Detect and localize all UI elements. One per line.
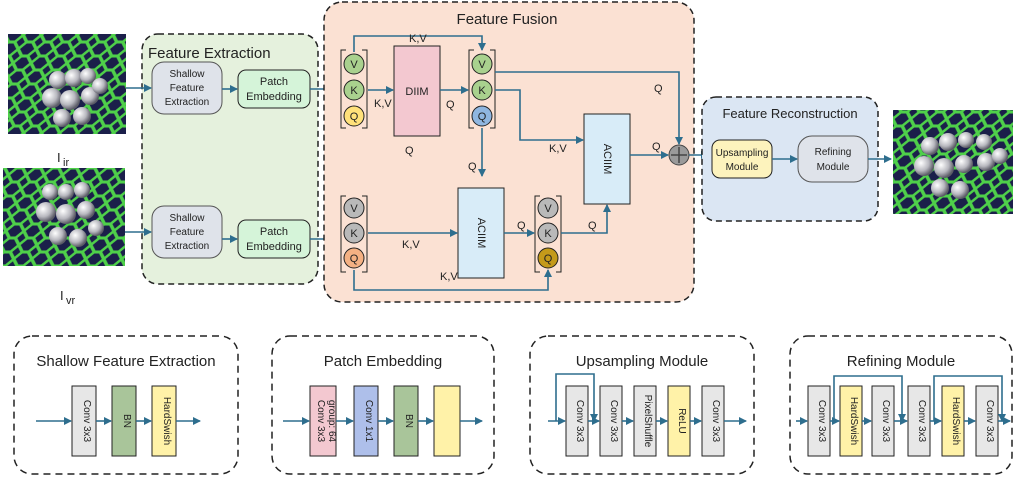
edge-kv-bottom: K,V xyxy=(440,271,458,283)
edge-q-diim: Q xyxy=(446,99,455,111)
edge-kv-aciim2: K,V xyxy=(549,143,567,155)
aciim-block-1: ACIIM xyxy=(457,187,505,279)
shallow-block-vr: Shallow Feature Extraction xyxy=(151,205,223,259)
svg-text:K: K xyxy=(544,228,552,240)
svg-text:Conv 3x3: Conv 3x3 xyxy=(984,400,995,443)
svg-text:Upsampling: Upsampling xyxy=(716,148,769,159)
svg-text:V: V xyxy=(350,203,358,215)
detail-patch: Patch Embedding Conv 3x3 group: 64 Conv … xyxy=(271,335,495,475)
upsampling-block: Upsampling Module xyxy=(711,139,773,179)
svg-text:HardSwish: HardSwish xyxy=(161,397,172,445)
edge-kv-aciim1: K,V xyxy=(402,239,420,251)
detail-upsampling: Upsampling Module Conv 3x3 Conv 3x3 Pixe… xyxy=(529,335,755,475)
svg-text:Embedding: Embedding xyxy=(246,91,302,103)
detail-shallow: Shallow Feature Extraction Conv 3x3 BN H… xyxy=(13,335,239,475)
edge-q-sum: Q xyxy=(652,141,661,153)
svg-text:BN: BN xyxy=(121,414,132,428)
feature-fusion-panel xyxy=(323,1,695,303)
detail-refining: Refining Module Conv 3x3 HardSwish Conv … xyxy=(789,335,1013,475)
svg-text:Module: Module xyxy=(726,162,759,173)
edge-q-top-right: Q xyxy=(654,83,663,95)
svg-text:ReLU: ReLU xyxy=(676,408,687,434)
svg-text:Patch: Patch xyxy=(260,76,288,88)
svg-text:Patch: Patch xyxy=(260,226,288,238)
svg-text:K: K xyxy=(350,85,358,97)
svg-text:HardSwish: HardSwish xyxy=(950,397,961,445)
svg-text:Module: Module xyxy=(817,162,850,173)
detail-refining-title: Refining Module xyxy=(847,353,955,370)
edge-q-aciim2: Q xyxy=(588,220,597,232)
svg-text:Conv 1x1: Conv 1x1 xyxy=(363,400,374,443)
edge-q-below: Q xyxy=(405,145,414,157)
svg-text:K: K xyxy=(478,85,486,97)
svg-text:ACIIM: ACIIM xyxy=(601,144,613,175)
svg-text:Extraction: Extraction xyxy=(165,97,209,108)
svg-text:Q: Q xyxy=(350,111,359,123)
svg-text:ACIIM: ACIIM xyxy=(475,218,487,249)
detail-shallow-title: Shallow Feature Extraction xyxy=(36,353,215,370)
svg-text:K: K xyxy=(350,228,358,240)
svg-text:Shallow: Shallow xyxy=(169,213,205,224)
svg-text:Conv 3x3: Conv 3x3 xyxy=(608,400,619,443)
svg-text:Feature: Feature xyxy=(170,83,205,94)
svg-text:PixelShuffle: PixelShuffle xyxy=(642,395,653,448)
detail-upsampling-title: Upsampling Module xyxy=(576,353,709,370)
svg-text:group: 64: group: 64 xyxy=(326,400,337,443)
svg-text:Extraction: Extraction xyxy=(165,241,209,252)
refining-block: Refining Module xyxy=(797,135,869,183)
ir-label: I xyxy=(57,150,61,165)
shallow-block-ir: Shallow Feature Extraction xyxy=(151,61,223,115)
svg-text:Conv 3x3: Conv 3x3 xyxy=(880,400,891,443)
edge-q-down: Q xyxy=(468,161,477,173)
svg-text:Q: Q xyxy=(544,253,553,265)
qkv-column-ir-2: V K Q xyxy=(468,49,496,129)
detail-patch-title: Patch Embedding xyxy=(324,353,442,370)
feature-reconstruction-title: Feature Reconstruction xyxy=(722,106,857,121)
qkv-column-vr-2: V K Q xyxy=(534,195,562,273)
aciim-block-2: ACIIM xyxy=(583,113,631,205)
svg-text:V: V xyxy=(350,59,358,71)
diim-block: DIIM xyxy=(393,45,441,137)
vr-sub: vr xyxy=(66,295,76,307)
svg-text:BN: BN xyxy=(403,414,414,428)
svg-text:Feature: Feature xyxy=(170,227,205,238)
patch-block-ir: Patch Embedding xyxy=(237,69,311,109)
svg-text:Conv 3x3: Conv 3x3 xyxy=(81,400,92,443)
edge-kv-diim: K,V xyxy=(374,98,392,110)
svg-text:V: V xyxy=(544,203,552,215)
svg-text:Conv 3x3: Conv 3x3 xyxy=(916,400,927,443)
ir-sub: ir xyxy=(63,157,69,169)
feature-extraction-title: Feature Extraction xyxy=(148,45,271,62)
svg-text:V: V xyxy=(478,59,486,71)
svg-text:Shallow: Shallow xyxy=(169,69,205,80)
svg-text:Embedding: Embedding xyxy=(246,241,302,253)
output-image xyxy=(893,110,1013,214)
svg-text:Conv 3x3: Conv 3x3 xyxy=(816,400,827,443)
vr-image xyxy=(3,168,125,266)
qkv-column-vr-1: V K Q xyxy=(340,195,368,273)
svg-text:Q: Q xyxy=(478,111,487,123)
edge-q-aciim1: Q xyxy=(517,220,526,232)
svg-text:DIIM: DIIM xyxy=(405,86,428,98)
sum-node xyxy=(668,144,690,166)
svg-text:Conv 3x3: Conv 3x3 xyxy=(710,400,721,443)
vr-label: I xyxy=(60,288,64,303)
svg-text:Conv 3x3: Conv 3x3 xyxy=(315,400,326,443)
svg-text:HardSwish: HardSwish xyxy=(848,397,859,445)
qkv-column-ir-1: V K Q xyxy=(340,49,368,129)
svg-text:Conv 3x3: Conv 3x3 xyxy=(574,400,585,443)
patch-block-vr: Patch Embedding xyxy=(237,219,311,259)
ir-image xyxy=(8,34,126,134)
fusion-arrows xyxy=(353,35,709,291)
feature-fusion-title: Feature Fusion xyxy=(457,11,558,28)
svg-text:Refining: Refining xyxy=(815,147,852,158)
edge-kv-top: K,V xyxy=(409,33,427,45)
svg-text:Q: Q xyxy=(350,253,359,265)
